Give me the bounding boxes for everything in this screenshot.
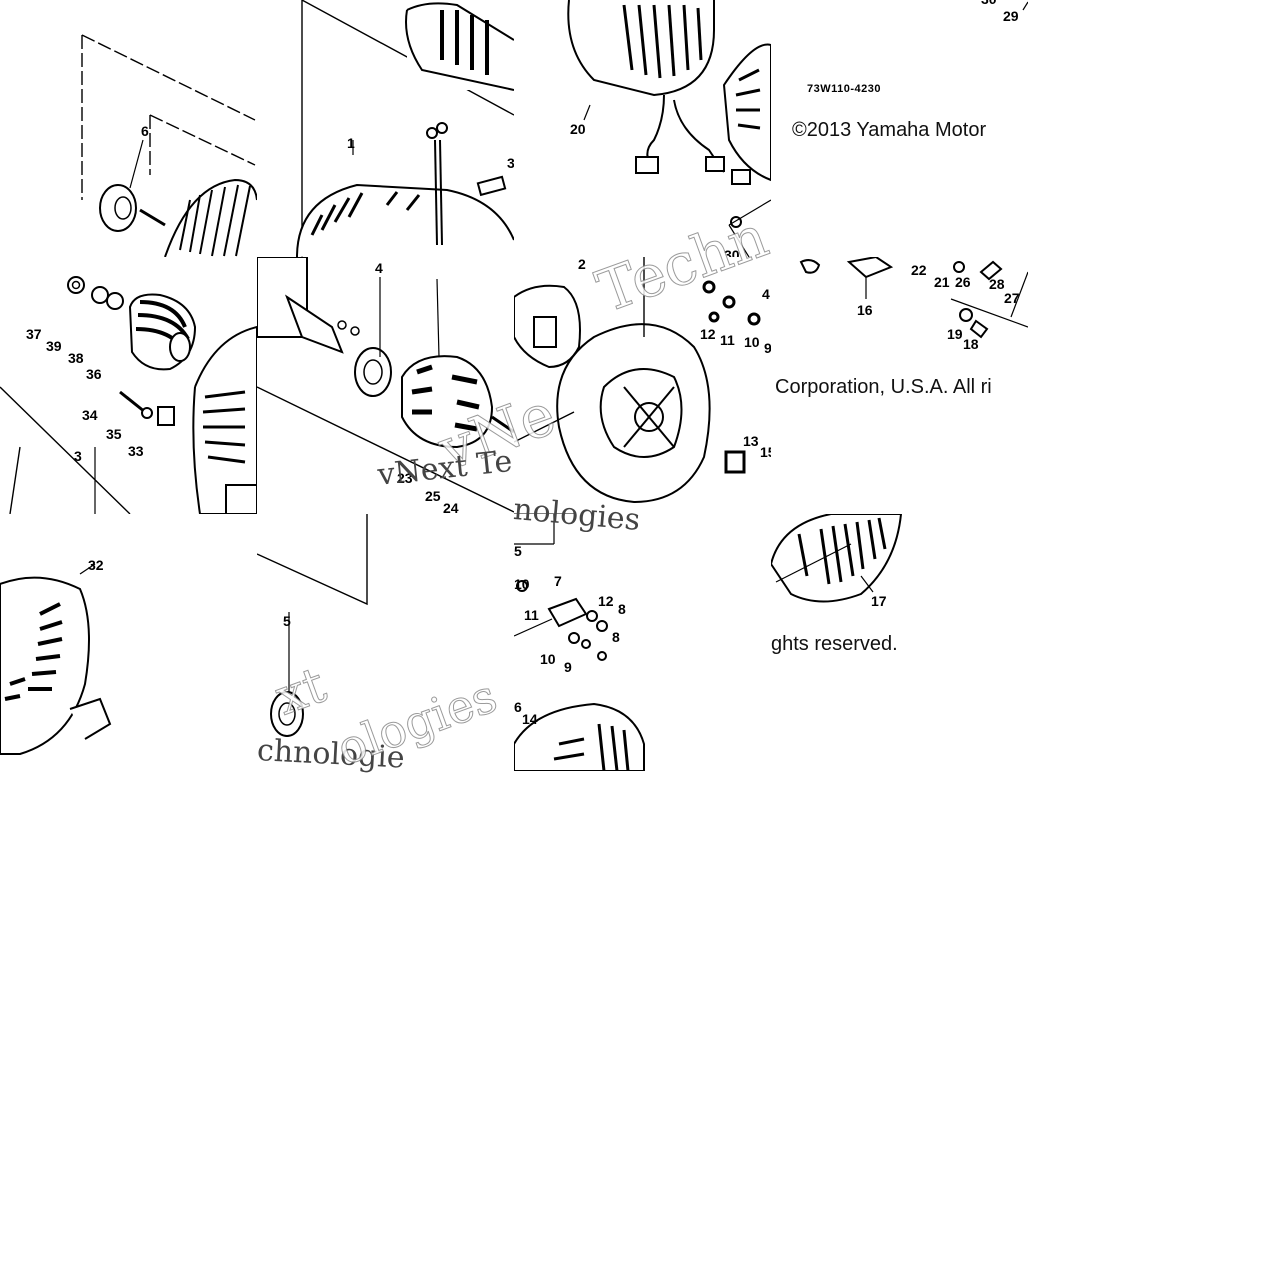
callout-label: 35 [106,426,122,442]
callout-label: 26 [955,274,971,290]
diagram-tile-end-cover: 32 [0,514,257,771]
callout-label: 23 [397,470,413,486]
callout-label: 9 [564,659,572,675]
callout-label: 31 [256,414,257,430]
callout-label: 3 [507,155,514,171]
callout-label: 25 [425,488,441,504]
callout-label: 2 [578,257,586,272]
callout-label: 16 [857,302,873,318]
callout-label: 30 [724,247,740,257]
callout-label: 6 [514,699,522,715]
end-cover-drawing: 32 [0,557,112,755]
diagram-tile-brackets: 22 21 26 28 27 16 19 18 [771,257,1028,514]
callout-label: 12 [700,326,716,342]
diagram-tile-part-code: 30 29 73W110-4230 [771,0,1028,257]
callout-label: 10 [744,334,760,350]
callout-label: 34 [82,407,98,423]
diagram-tile-pulley: 37 39 38 36 34 35 33 3 31 [0,257,257,514]
stator-ring-drawing: 17 [771,514,903,609]
diagram-tile-brush-holder: 5 10 11 7 12 8 8 10 9 6 14 [514,514,771,771]
part-code-drawing: 30 29 73W110-4230 [807,0,1028,95]
callout-label: 7 [554,573,562,589]
callout-label: 21 [934,274,950,290]
callout-label: 36 [86,366,102,382]
callout-label: 38 [68,350,84,366]
copyright-line-3: ghts reserved. [771,633,898,655]
callout-label: 33 [128,443,144,459]
rotor-drawing: 4 23 25 24 [257,257,514,514]
callout-label: 22 [911,262,927,278]
callout-label: 3 [74,448,82,464]
callout-label: 4 [375,260,383,276]
diagram-tile-fan-bearing: 6 [0,0,257,257]
callout-label: 28 [989,276,1005,292]
diagram-tile-stator-ring: 17 [771,514,1028,771]
callout-label: 8 [618,601,626,617]
callout-label: 20 [570,121,586,137]
diagram-tile-rear-bearing: 5 [257,514,514,771]
callout-label: 18 [963,336,979,352]
copyright-line-2: Corporation, U.S.A. All ri [775,376,992,398]
callout-label: 29 [1003,8,1019,24]
diagram-tile-rotor: 4 23 25 24 [257,257,514,514]
winding-drawing: 20 30 [567,0,771,257]
callout-label: 12 [598,593,614,609]
housing-drawing: 2 12 11 10 9 4 13 15 [514,257,771,514]
stator-drawing: 1 3 [296,0,514,257]
diagram-tile-stator: 1 3 [257,0,514,257]
callout-label: 13 [743,433,759,449]
rear-bearing-drawing: 5 [257,514,368,737]
brush-holder-drawing: 5 10 11 7 12 8 8 10 9 6 14 [514,514,645,771]
callout-label: 5 [283,613,291,629]
fan-bearing-drawing: 6 [81,34,257,257]
callout-label: 11 [524,607,539,623]
callout-label: 10 [540,651,556,667]
callout-label: 11 [720,332,735,348]
callout-label: 6 [141,123,149,139]
callout-label: 27 [1004,290,1020,306]
callout-label: 24 [443,500,459,514]
callout-label: 10 [514,576,530,592]
diagram-tile-housing: 2 12 11 10 9 4 13 15 [514,257,771,514]
copyright-line-1: ©2013 Yamaha Motor [792,119,987,141]
part-code: 73W110-4230 [807,83,881,95]
callout-label: 30 [981,0,997,7]
callout-label: 17 [871,593,887,609]
brackets-drawing: 22 21 26 28 27 16 19 18 [799,257,1028,352]
callout-label: 39 [46,338,62,354]
callout-label: 1 [347,135,355,151]
diagram-tile-winding: 20 30 [514,0,771,257]
callout-label: 9 [764,340,771,356]
callout-label: 4 [762,286,770,302]
callout-label: 14 [522,711,538,727]
callout-label: 15 [760,444,771,460]
callout-label: 37 [26,326,42,342]
callout-label: 19 [947,326,963,342]
callout-label: 8 [612,629,620,645]
callout-label: 32 [88,557,104,573]
pulley-drawing: 37 39 38 36 34 35 33 3 31 [0,276,257,514]
callout-label: 5 [514,543,522,559]
